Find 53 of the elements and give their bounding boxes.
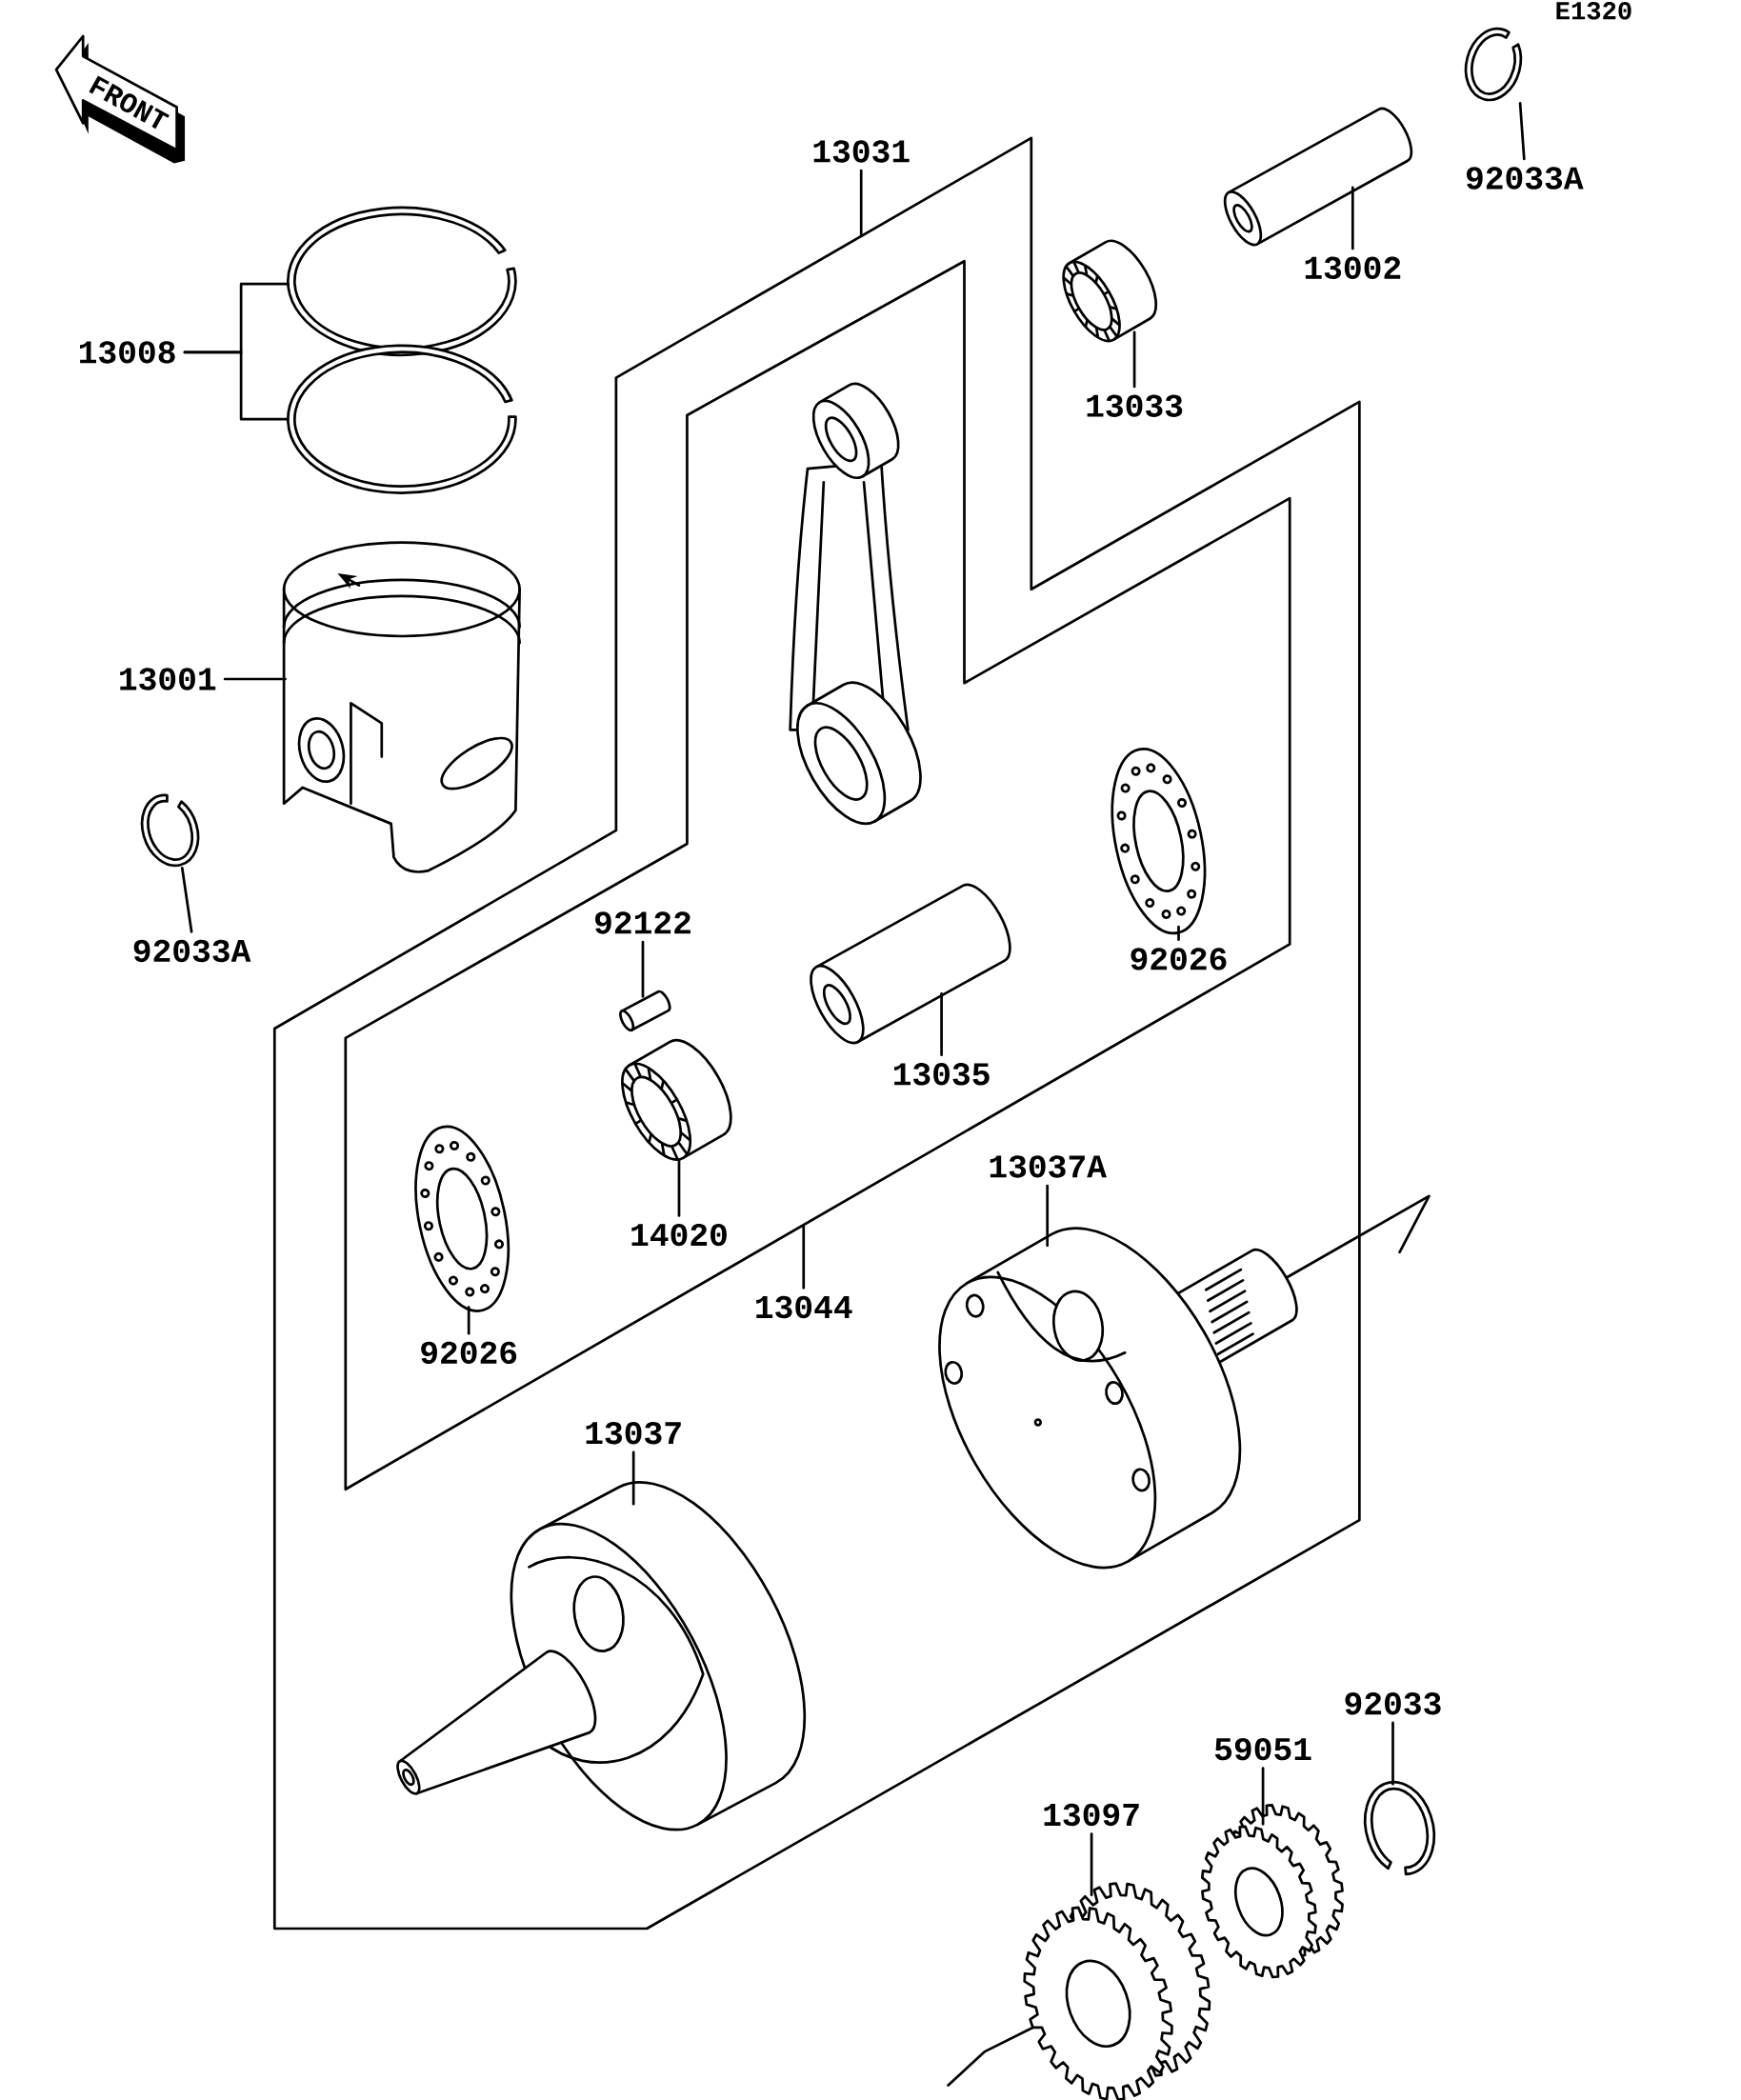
gear-drawing — [1200, 1804, 1344, 1979]
needle-bearing-drawing — [621, 1038, 732, 1161]
leader-line — [859, 169, 863, 237]
leader-line — [1132, 330, 1136, 389]
part-number: 13035 — [893, 1063, 990, 1086]
piston-pin-drawing — [1223, 107, 1413, 247]
part-number: 13001 — [120, 668, 216, 690]
part-number: 13037A — [990, 1155, 1107, 1178]
leader-line — [467, 1306, 470, 1335]
leader-line — [1261, 1767, 1265, 1826]
leader-line — [1391, 1721, 1394, 1786]
part-number: 92026 — [421, 1341, 517, 1365]
leader-line — [677, 1158, 681, 1217]
part-number: 13031 — [813, 140, 910, 163]
part-number: 92033A — [1466, 167, 1584, 190]
drawing-code: E1320 — [1556, 2, 1631, 20]
leader-line — [940, 992, 943, 1056]
leader-line — [1177, 925, 1180, 942]
part-number: 13097 — [1044, 1803, 1139, 1827]
leader-line — [631, 1450, 635, 1506]
leader-line — [1090, 1832, 1093, 1897]
gear-drawing — [1023, 1882, 1211, 2100]
part-number: 14020 — [631, 1223, 727, 1247]
thrust-washer-drawing — [1111, 748, 1207, 935]
circlip-drawing — [140, 793, 200, 868]
leader-line — [802, 1225, 806, 1290]
leader-line — [641, 940, 645, 998]
part-number: 13002 — [1305, 256, 1401, 280]
thrust-washer-drawing — [414, 1125, 510, 1312]
part-number: 13008 — [79, 341, 175, 364]
piston-drawing — [282, 541, 521, 873]
crankshaft-half-drawing — [938, 1227, 1298, 1570]
leader-line — [180, 866, 193, 933]
leader-line — [223, 677, 287, 681]
part-number: 13033 — [1087, 394, 1183, 417]
leader-line — [183, 350, 290, 421]
crankshaft-half-drawing — [396, 1481, 807, 1831]
part-number: 13044 — [756, 1295, 852, 1319]
part-number: 13037 — [586, 1422, 681, 1445]
circlip-drawing — [1464, 27, 1523, 102]
part-number: 92033 — [1345, 1692, 1441, 1715]
leader-line — [1046, 1184, 1049, 1248]
part-number: 59051 — [1214, 1737, 1311, 1761]
crank-pin-drawing — [810, 883, 1011, 1045]
part-number: 92122 — [594, 911, 690, 934]
part-number: 92033A — [133, 939, 251, 963]
leader-line — [1351, 186, 1354, 250]
pin-drawing — [619, 990, 671, 1032]
circlip-drawing — [1363, 1780, 1436, 1876]
piston-ring-drawing — [287, 344, 517, 494]
part-number: 92026 — [1131, 948, 1227, 970]
leader-line — [1518, 101, 1526, 161]
needle-bearing-drawing — [1062, 239, 1158, 343]
